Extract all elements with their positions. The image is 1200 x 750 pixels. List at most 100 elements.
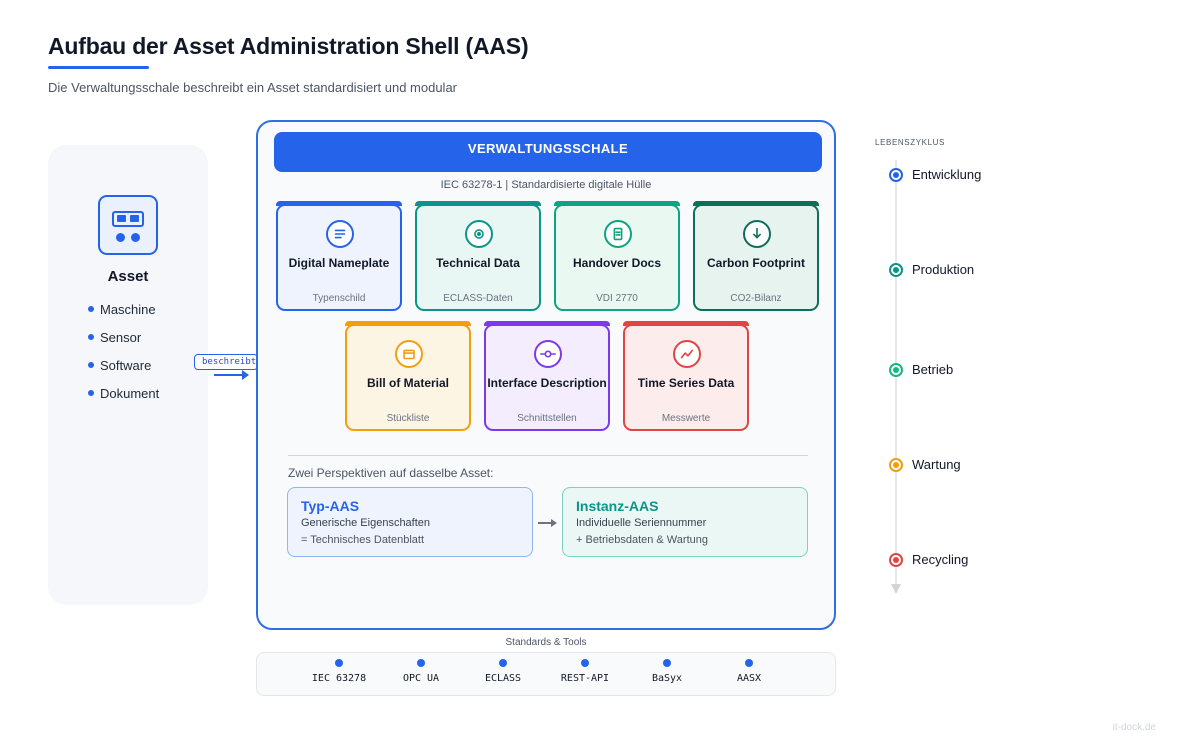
lifecycle-marker bbox=[889, 363, 903, 377]
asset-panel: Asset Maschine Sensor Software Dokument bbox=[48, 145, 208, 605]
submodel-card: Technical DataECLASS-Daten bbox=[415, 204, 541, 311]
standard-label: AASX bbox=[709, 673, 789, 684]
lifecycle-step-name: Entwicklung bbox=[912, 167, 981, 182]
divider bbox=[288, 455, 808, 456]
bullet-dot bbox=[88, 362, 94, 368]
document-icon bbox=[604, 220, 632, 248]
instance-aas-box: Instanz-AAS Individuelle Seriennummer + … bbox=[562, 487, 808, 557]
card-accent-bar bbox=[484, 321, 610, 326]
administration-shell: VERWALTUNGSSCHALE IEC 63278-1 | Standard… bbox=[256, 120, 836, 630]
bullet-dot bbox=[88, 390, 94, 396]
submodel-name: Technical Data bbox=[417, 256, 539, 271]
submodel-name: Carbon Footprint bbox=[695, 256, 817, 271]
submodel-card: Handover DocsVDI 2770 bbox=[554, 204, 680, 311]
type-aas-box: Typ-AAS Generische Eigenschaften = Techn… bbox=[287, 487, 533, 557]
lifecycle-step: Recycling bbox=[889, 552, 968, 567]
bullet-dot bbox=[88, 306, 94, 312]
type-aas-extra: = Technisches Datenblatt bbox=[301, 534, 519, 546]
list-icon bbox=[326, 220, 354, 248]
type-aas-desc: Generische Eigenschaften bbox=[301, 517, 519, 529]
standard-dot bbox=[745, 659, 753, 667]
lifecycle-step-name: Produktion bbox=[912, 262, 974, 277]
submodel-card: Carbon FootprintCO2-Bilanz bbox=[693, 204, 819, 311]
lifecycle-step: Produktion bbox=[889, 262, 974, 277]
lifecycle-step-name: Recycling bbox=[912, 552, 968, 567]
submodel-card: Interface DescriptionSchnittstellen bbox=[484, 324, 610, 431]
submodel-subtitle: Typenschild bbox=[278, 293, 400, 304]
lifecycle-marker bbox=[889, 553, 903, 567]
asset-type-item: Dokument bbox=[88, 379, 159, 407]
asset-type-item: Software bbox=[88, 351, 159, 379]
card-accent-bar bbox=[623, 321, 749, 326]
submodel-subtitle: VDI 2770 bbox=[556, 293, 678, 304]
asset-type-item: Maschine bbox=[88, 295, 159, 323]
page-subtitle: Die Verwaltungsschale beschreibt ein Ass… bbox=[48, 80, 457, 95]
lifecycle-step: Betrieb bbox=[889, 362, 953, 377]
lifecycle-label: LEBENSZYKLUS bbox=[870, 138, 950, 147]
standard-label: OPC UA bbox=[381, 673, 461, 684]
instance-aas-name: Instanz-AAS bbox=[576, 498, 794, 514]
asset-name: Asset bbox=[48, 268, 208, 285]
lifecycle-marker bbox=[889, 263, 903, 277]
standard-item: OPC UA bbox=[381, 659, 461, 684]
watermark: it-dock.de bbox=[1113, 722, 1156, 733]
submodel-name: Digital Nameplate bbox=[278, 256, 400, 271]
lifecycle-marker bbox=[889, 458, 903, 472]
lifecycle-step: Wartung bbox=[889, 457, 961, 472]
standard-dot bbox=[335, 659, 343, 667]
submodel-subtitle: Stückliste bbox=[347, 413, 469, 424]
standard-dot bbox=[499, 659, 507, 667]
arrow-right-icon bbox=[214, 369, 250, 381]
instance-aas-desc: Individuelle Seriennummer bbox=[576, 517, 794, 529]
standard-item: ECLASS bbox=[463, 659, 543, 684]
standard-dot bbox=[581, 659, 589, 667]
submodel-subtitle: Messwerte bbox=[625, 413, 747, 424]
submodel-card: Time Series DataMesswerte bbox=[623, 324, 749, 431]
shell-header: VERWALTUNGSSCHALE bbox=[274, 132, 822, 172]
download-icon bbox=[743, 220, 771, 248]
instance-aas-extra: + Betriebsdaten & Wartung bbox=[576, 534, 794, 546]
arrow-right-icon bbox=[538, 518, 558, 528]
bullet-dot bbox=[88, 334, 94, 340]
submodel-name: Interface Description bbox=[486, 376, 608, 391]
submodel-card: Bill of MaterialStückliste bbox=[345, 324, 471, 431]
submodel-name: Time Series Data bbox=[625, 376, 747, 391]
relation-label: beschreibt bbox=[194, 354, 258, 370]
box-icon bbox=[395, 340, 423, 368]
perspectives-label: Zwei Perspektiven auf dasselbe Asset: bbox=[288, 466, 493, 480]
shell-norm: IEC 63278-1 | Standardisierte digitale H… bbox=[258, 179, 834, 191]
standards-label: Standards & Tools bbox=[256, 637, 836, 648]
standard-item: BaSyx bbox=[627, 659, 707, 684]
arrow-down-icon bbox=[891, 584, 901, 594]
card-accent-bar bbox=[415, 201, 541, 206]
standard-item: REST-API bbox=[545, 659, 625, 684]
card-accent-bar bbox=[276, 201, 402, 206]
submodel-subtitle: CO2-Bilanz bbox=[695, 293, 817, 304]
standard-item: AASX bbox=[709, 659, 789, 684]
submodel-subtitle: ECLASS-Daten bbox=[417, 293, 539, 304]
standard-label: ECLASS bbox=[463, 673, 543, 684]
submodel-name: Handover Docs bbox=[556, 256, 678, 271]
connector-icon bbox=[534, 340, 562, 368]
submodel-name: Bill of Material bbox=[347, 376, 469, 391]
lifecycle-step: Entwicklung bbox=[889, 167, 981, 182]
card-accent-bar bbox=[693, 201, 819, 206]
machine-icon bbox=[98, 195, 158, 255]
lifecycle-step-name: Betrieb bbox=[912, 362, 953, 377]
lifecycle-marker bbox=[889, 168, 903, 182]
standard-label: IEC 63278 bbox=[299, 673, 379, 684]
asset-type-item: Sensor bbox=[88, 323, 159, 351]
standard-label: REST-API bbox=[545, 673, 625, 684]
asset-type-list: Maschine Sensor Software Dokument bbox=[88, 295, 159, 407]
trend-icon bbox=[673, 340, 701, 368]
submodel-subtitle: Schnittstellen bbox=[486, 413, 608, 424]
standard-label: BaSyx bbox=[627, 673, 707, 684]
standard-item: IEC 63278 bbox=[299, 659, 379, 684]
submodel-card: Digital NameplateTypenschild bbox=[276, 204, 402, 311]
standards-bar: IEC 63278OPC UAECLASSREST-APIBaSyxAASX bbox=[256, 652, 836, 696]
title-underline bbox=[48, 66, 149, 69]
target-icon bbox=[465, 220, 493, 248]
lifecycle-step-name: Wartung bbox=[912, 457, 961, 472]
card-accent-bar bbox=[345, 321, 471, 326]
type-aas-name: Typ-AAS bbox=[301, 498, 519, 514]
